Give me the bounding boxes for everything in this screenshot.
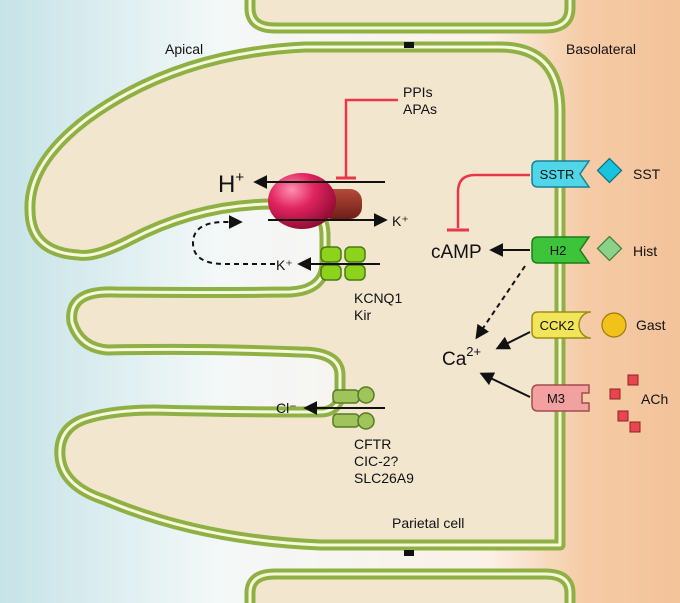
apical-label: Apical — [165, 41, 203, 57]
gast-ligand-label: Gast — [636, 317, 666, 333]
ach-square-2 — [609, 388, 621, 400]
h2-receptor-shape — [531, 236, 591, 264]
k-channel-upper-right — [344, 246, 366, 263]
sstr-receptor-shape — [531, 160, 591, 188]
kcnq1-label: KCNQ1 — [354, 290, 402, 306]
hist-ligand-label: Hist — [633, 243, 657, 259]
receptor-m3: M3 — [531, 384, 590, 412]
calcium-sup: 2+ — [466, 344, 481, 359]
apas-label: APAs — [403, 101, 437, 117]
sst-ligand-diamond — [596, 157, 623, 184]
cck2-to-calcium-arrow — [495, 331, 531, 350]
m3-receptor-shape — [531, 384, 590, 412]
neighbor-cell-bottom-inner — [248, 572, 572, 603]
k-channel — [320, 246, 366, 281]
slc26a9-label: SLC26A9 — [354, 470, 414, 486]
k-channel-lower-right — [344, 264, 366, 281]
neighbor-cell-top-inner — [248, 0, 572, 30]
ach-square-4 — [629, 421, 641, 433]
receptor-h2: H2 — [531, 236, 591, 264]
ach-ligand-label: ACh — [641, 391, 668, 407]
receptor-sstr: SSTR — [531, 160, 591, 188]
h-ion-text: H — [218, 171, 235, 198]
cl-channel-body-lower — [332, 413, 360, 428]
kir-label: Kir — [354, 307, 371, 323]
cck2-label: CCK2 — [540, 318, 575, 333]
hist-ligand-diamond — [596, 235, 623, 262]
camp-label: cAMP — [431, 242, 482, 263]
tight-junction-bottom — [404, 550, 414, 556]
m3-label: M3 — [547, 391, 565, 406]
calcium-text: Ca — [442, 349, 467, 370]
h2-label: H2 — [550, 243, 567, 258]
k-efflux-label: K⁺ — [276, 257, 293, 273]
sstr-label: SSTR — [540, 167, 575, 182]
ppi-inhibition-line — [344, 98, 398, 178]
ach-ligand-squares — [609, 374, 641, 433]
ach-square-3 — [617, 410, 629, 422]
sstr-inhibition-line — [456, 173, 530, 228]
m3-to-calcium-arrow — [479, 372, 531, 398]
basolateral-label: Basolateral — [566, 41, 636, 57]
cftr-label: CFTR — [354, 436, 391, 452]
neighbor-cell-top — [244, 0, 576, 34]
cl-channel-body-upper — [332, 389, 360, 404]
calcium-label: Ca2+ — [442, 344, 481, 370]
k-influx-label: K⁺ — [392, 213, 409, 229]
clc2-label: CIC-2? — [354, 453, 399, 469]
ach-square-1 — [627, 374, 639, 386]
parietal-cell-label: Parietal cell — [392, 515, 464, 531]
ppis-label: PPIs — [403, 84, 433, 100]
k-recycling-dashed-arrow — [191, 215, 275, 265]
sst-ligand-label: SST — [633, 166, 661, 182]
h-ion-sup: + — [235, 169, 244, 186]
proton-pump — [268, 173, 362, 229]
k-channel-lower-left — [320, 264, 342, 281]
h-ion-label: H+ — [218, 169, 244, 198]
cl-channel — [332, 386, 375, 430]
cl-channel-knob-upper — [357, 386, 375, 404]
pump-alpha-subunit — [268, 173, 336, 229]
cl-ion-label: Cl⁻ — [276, 400, 297, 416]
cl-channel-knob-lower — [357, 412, 375, 430]
cck2-receptor-shape — [531, 311, 592, 339]
k-channel-upper-left — [320, 246, 342, 263]
tight-junction-top — [404, 42, 414, 48]
gast-ligand-circle — [601, 312, 627, 338]
parietal-cell-membrane-highlight — [28, 45, 562, 547]
neighbor-cell-bottom — [244, 568, 576, 603]
receptor-cck2: CCK2 — [531, 311, 592, 339]
parietal-cell-body — [24, 41, 566, 551]
